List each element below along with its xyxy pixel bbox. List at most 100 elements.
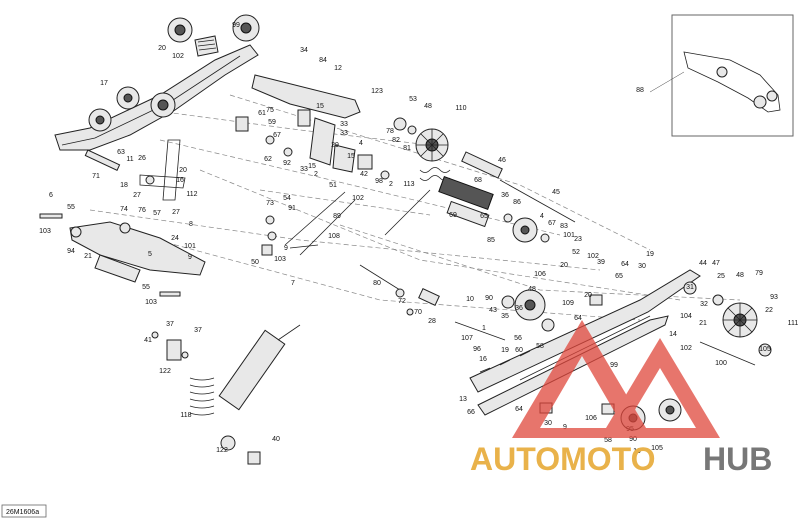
callout-74: 74 (120, 206, 128, 213)
callout-12: 12 (334, 65, 342, 72)
callout-53: 53 (409, 96, 417, 103)
callout-25: 25 (717, 273, 725, 280)
callout-56: 56 (514, 335, 522, 342)
callout-33: 33 (340, 121, 348, 128)
callout-28: 28 (428, 318, 436, 325)
callout-23: 23 (574, 236, 582, 243)
callout-65: 65 (480, 213, 488, 220)
callout-103: 103 (39, 228, 51, 235)
callout-72: 72 (398, 298, 406, 305)
diagram-id-box (1, 504, 47, 518)
callout-90: 90 (485, 295, 493, 302)
callout-71: 71 (92, 173, 100, 180)
callout-102: 102 (172, 53, 184, 60)
callout-1: 1 (482, 325, 486, 332)
diagram-id: 26M1606a (6, 509, 39, 516)
callout-70: 70 (414, 309, 422, 316)
callout-93: 93 (770, 294, 778, 301)
callout-101: 101 (184, 243, 196, 250)
callout-122: 122 (216, 447, 228, 454)
callout-41: 41 (144, 337, 152, 344)
callout-16: 16 (176, 177, 184, 184)
callout-16: 16 (479, 356, 487, 363)
callout-103: 103 (274, 256, 286, 263)
callout-33: 33 (300, 166, 308, 173)
callout-8: 8 (189, 221, 193, 228)
rear-arm-assembly (54, 14, 260, 151)
callout-9: 9 (563, 424, 567, 431)
callout-118: 118 (180, 412, 191, 419)
callout-11: 11 (126, 156, 133, 163)
callout-59: 59 (268, 119, 276, 126)
callout-22: 22 (765, 307, 773, 314)
callout-50: 50 (251, 259, 259, 266)
callout-48: 48 (736, 272, 744, 279)
callout-20: 20 (179, 167, 187, 174)
callout-34: 34 (300, 47, 308, 54)
callout-37: 37 (194, 327, 202, 334)
shock-absorber (151, 324, 301, 465)
callout-24: 24 (171, 235, 179, 242)
callout-20: 20 (560, 262, 568, 269)
watermark-logo (512, 320, 720, 438)
callout-88: 88 (636, 87, 644, 94)
callout-99: 99 (610, 362, 618, 369)
callout-46: 46 (498, 157, 506, 164)
callout-65: 65 (615, 273, 623, 280)
callout-86: 86 (513, 199, 521, 206)
watermark-text-a: AUTOMOTO (470, 441, 655, 477)
front-arm-assembly (39, 139, 206, 297)
callout-68: 68 (474, 177, 482, 184)
callout-43: 43 (489, 307, 497, 314)
callout-110: 110 (455, 105, 466, 112)
callout-106: 106 (534, 271, 546, 278)
callout-42: 42 (360, 171, 368, 178)
callout-112: 112 (186, 191, 197, 198)
callout-113: 113 (403, 181, 414, 188)
inset-frame (649, 14, 794, 137)
callout-80: 80 (373, 280, 381, 287)
callout-21: 21 (84, 253, 92, 260)
callout-36: 36 (501, 192, 509, 199)
callout-21: 21 (699, 320, 707, 327)
assembly-guide-lines (89, 94, 741, 321)
callout-123: 123 (371, 88, 383, 95)
callout-99: 99 (232, 22, 240, 29)
callout-27: 27 (172, 209, 180, 216)
callout-39: 39 (597, 259, 605, 266)
callout-105: 105 (759, 346, 771, 353)
roller-shaft (438, 175, 576, 243)
callout-27: 27 (133, 192, 141, 199)
callout-29: 29 (331, 142, 339, 149)
callout-100: 100 (715, 360, 727, 367)
callout-96: 96 (473, 346, 481, 353)
callout-108: 108 (328, 233, 340, 240)
callout-109: 109 (562, 300, 574, 307)
callout-75: 75 (266, 107, 274, 114)
callout-9: 9 (284, 245, 288, 252)
callout-102: 102 (587, 253, 599, 260)
callout-48: 48 (424, 103, 432, 110)
callout-76: 76 (138, 207, 146, 214)
callout-26: 26 (138, 155, 146, 162)
long-shafts (359, 264, 506, 341)
callout-63: 63 (117, 149, 125, 156)
callout-9: 9 (188, 254, 192, 261)
callout-82: 82 (392, 137, 400, 144)
callout-85: 85 (487, 237, 495, 244)
callout-101: 101 (563, 232, 575, 239)
callout-106: 106 (585, 415, 597, 422)
callout-19: 19 (646, 251, 654, 258)
callout-104: 104 (680, 313, 692, 320)
callout-60: 60 (515, 347, 523, 354)
callout-94: 94 (67, 248, 75, 255)
callout-17: 17 (100, 80, 108, 87)
callout-67: 67 (548, 220, 556, 227)
callout-47: 47 (712, 260, 720, 267)
callout-6: 6 (49, 192, 53, 199)
callout-66: 66 (467, 409, 475, 416)
callout-15: 15 (308, 163, 316, 170)
callout-30: 30 (638, 263, 646, 270)
callout-7: 7 (291, 280, 295, 287)
